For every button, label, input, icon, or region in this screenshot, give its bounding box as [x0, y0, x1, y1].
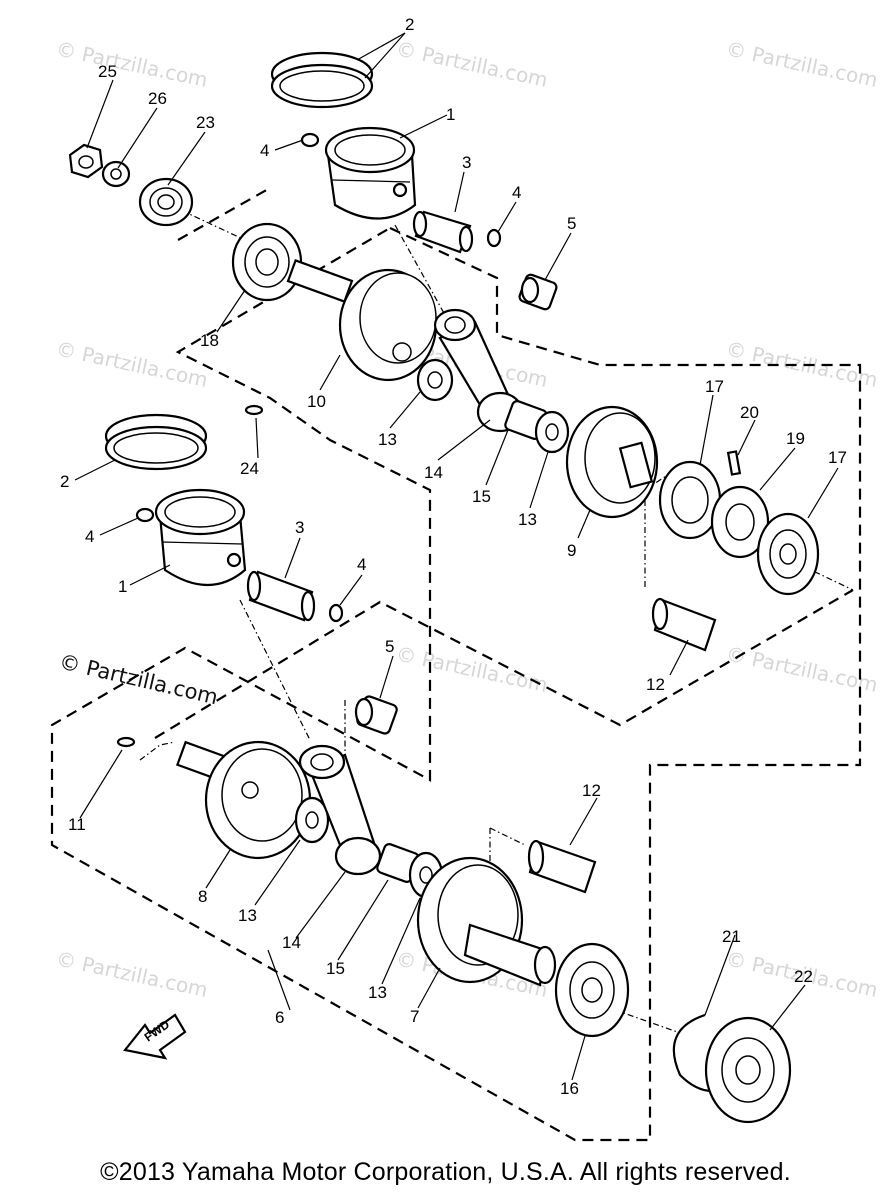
key-24	[244, 404, 264, 416]
watermark-text: © Partzilla.com	[394, 36, 550, 92]
callouts: 2 25 26 23 1 4 3 4 5 18 10 13 24 14 15 1…	[60, 15, 847, 1098]
callout-14: 14	[282, 933, 301, 952]
callout-4: 4	[357, 555, 366, 574]
callout-12: 12	[582, 781, 601, 800]
callout-17: 17	[828, 448, 847, 467]
circlip-upper-left	[300, 132, 320, 148]
connecting-rod-lower	[298, 744, 382, 876]
callout-10: 10	[307, 392, 326, 411]
watermark-text: © Partzilla.com	[54, 36, 210, 92]
callout-13: 13	[368, 983, 387, 1002]
callout-5: 5	[567, 214, 576, 233]
callout-17: 17	[705, 377, 724, 396]
callout-2: 2	[60, 472, 69, 491]
callout-13: 13	[378, 430, 397, 449]
crank-lower-right	[416, 856, 557, 987]
callout-3: 3	[295, 518, 304, 537]
callout-25: 25	[98, 62, 117, 81]
callout-4: 4	[260, 141, 269, 160]
thrust-washer-upper-a	[416, 358, 454, 402]
copyright-notice: ©2013 Yamaha Motor Corporation, U.S.A. A…	[100, 1158, 791, 1186]
piston-upper	[324, 126, 417, 220]
crank-pin-upper	[651, 597, 717, 652]
callout-3: 3	[462, 153, 471, 172]
watermark-text: © Partzilla.com	[724, 641, 880, 697]
callout-4: 4	[85, 527, 94, 546]
callout-23: 23	[196, 113, 215, 132]
watermark-text: © Partzilla.com	[724, 336, 880, 392]
callout-13: 13	[518, 510, 537, 529]
callout-15: 15	[472, 487, 491, 506]
callout-11: 11	[68, 815, 86, 834]
callout-8: 8	[198, 887, 207, 906]
bearing-18	[231, 222, 303, 302]
circlip-upper-right	[486, 228, 502, 248]
upper-crank-assembly-outline	[50, 187, 862, 1142]
callout-26: 26	[148, 89, 167, 108]
callout-4: 4	[512, 183, 521, 202]
key-11	[116, 736, 136, 748]
oil-seal-upper	[138, 177, 194, 227]
nut	[68, 143, 104, 179]
piston-lower	[154, 488, 247, 587]
callout-12: 12	[646, 675, 665, 694]
piston-rings-upper	[270, 51, 374, 109]
pin-20	[726, 450, 742, 476]
piston-pin-lower	[246, 570, 316, 622]
crank-lower-left	[175, 740, 312, 860]
crank-pin-lower	[527, 839, 597, 894]
callout-1: 1	[118, 577, 127, 596]
callout-2: 2	[405, 15, 414, 34]
callout-9: 9	[567, 541, 576, 560]
piston-rings-lower	[104, 413, 208, 471]
callout-14: 14	[424, 463, 443, 482]
lower-crank-assembly-outline	[154, 589, 854, 739]
callout-15: 15	[326, 959, 345, 978]
bearing-16	[554, 942, 630, 1038]
callout-21: 21	[722, 927, 741, 946]
callout-24: 24	[240, 459, 259, 478]
thrust-washer-upper-b	[534, 410, 570, 454]
watermark-text: © Partzilla.com	[724, 36, 880, 92]
needle-bearing-upper	[518, 273, 558, 311]
callout-13: 13	[238, 906, 257, 925]
assembly-outlines	[50, 187, 862, 1142]
leader-lines	[74, 32, 839, 1081]
washer	[101, 160, 131, 188]
bearing-17-right	[756, 512, 820, 596]
circlip-lower-right	[328, 603, 344, 623]
thrust-washer-lower-a	[294, 796, 330, 844]
callout-7: 7	[410, 1007, 419, 1026]
oil-seal-22	[704, 1016, 792, 1124]
crank-upper-right	[565, 405, 659, 519]
watermark-text: © Partzilla.com	[54, 946, 210, 1002]
oil-seal-19	[710, 485, 770, 559]
callout-1: 1	[446, 105, 455, 124]
circlip-lower-left	[135, 507, 155, 523]
callout-16: 16	[560, 1079, 579, 1098]
watermark-text-dark: © Partzilla.com	[57, 649, 220, 709]
callout-5: 5	[385, 637, 394, 656]
piston-pin-upper	[412, 210, 474, 254]
callout-19: 19	[786, 429, 805, 448]
watermark-text: © Partzilla.com	[54, 336, 210, 392]
needle-bearing-lower	[354, 695, 398, 735]
crank-upper-left	[286, 258, 438, 382]
bearing-17-left	[658, 460, 722, 540]
callout-22: 22	[794, 967, 813, 986]
callout-6: 6	[275, 1008, 284, 1027]
fwd-arrow-icon: FWD	[123, 1013, 187, 1060]
callout-18: 18	[200, 331, 219, 350]
callout-20: 20	[740, 403, 759, 422]
